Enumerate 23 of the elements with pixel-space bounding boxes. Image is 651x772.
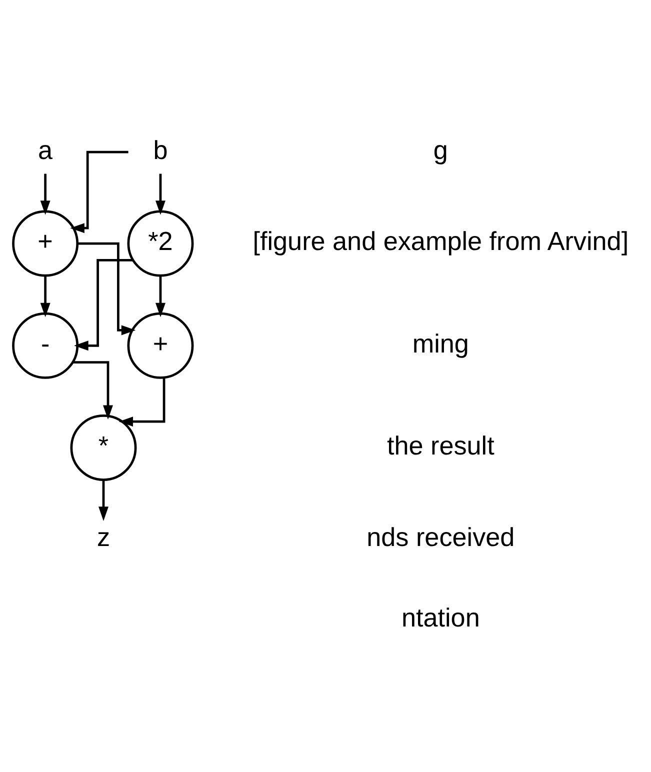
arrow	[73, 361, 113, 420]
arrow	[118, 378, 166, 427]
node-text: b	[153, 134, 168, 165]
label: ming	[412, 328, 469, 358]
arrow	[40, 276, 50, 318]
label: [figure and example from Arvind]	[252, 226, 629, 256]
arrow	[155, 174, 166, 215]
arrow	[70, 150, 128, 234]
node-circle: *2	[127, 210, 194, 277]
label: ntation	[401, 602, 480, 633]
label: the result	[386, 430, 494, 460]
node-circle: +	[127, 312, 194, 379]
arrow	[40, 174, 50, 215]
node-circle: -	[12, 312, 79, 379]
node-text: a	[38, 134, 53, 165]
node-text: z	[96, 522, 110, 552]
arrow	[155, 276, 166, 318]
label: g	[433, 134, 448, 165]
arrow	[78, 242, 136, 336]
node-circle: +	[12, 210, 79, 277]
label: nds received	[366, 522, 515, 552]
arrow	[98, 480, 108, 521]
arrow	[74, 258, 133, 351]
